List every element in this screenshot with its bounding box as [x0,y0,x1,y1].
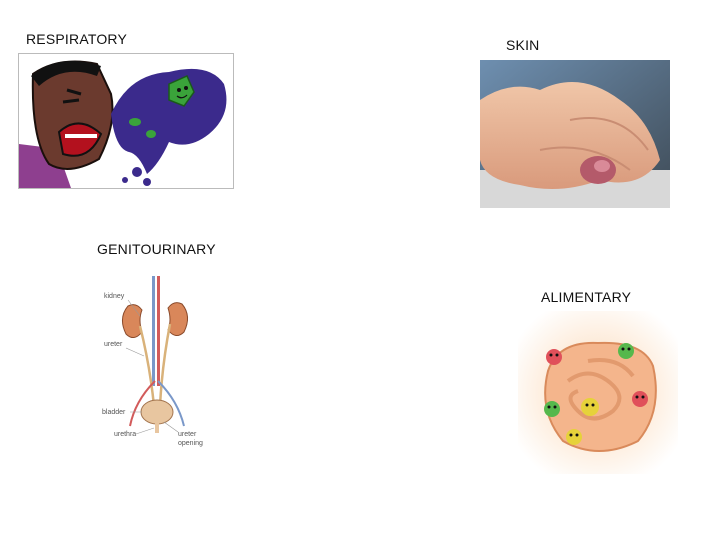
germ-icon [544,343,648,445]
skin-label: SKIN [506,37,540,53]
sneeze-cartoon-image: ACHOO! [18,53,234,189]
skin-hand-photo [480,60,670,208]
urinary-system-diagram: kidney ureter bladder urethra ureter ope… [100,276,210,452]
digestive-system-illustration [518,311,678,474]
urethra-label: urethra [114,431,136,438]
ureter-label: ureter [104,341,123,348]
bladder-label: bladder [102,409,126,416]
kidney-label: kidney [104,293,125,300]
ureter-opening-label-1: ureter [178,431,197,438]
alimentary-label: ALIMENTARY [541,289,632,305]
respiratory-label: RESPIRATORY [26,31,128,47]
genitourinary-label: GENITOURINARY [97,241,216,257]
ureter-opening-label-2: opening [178,440,203,447]
